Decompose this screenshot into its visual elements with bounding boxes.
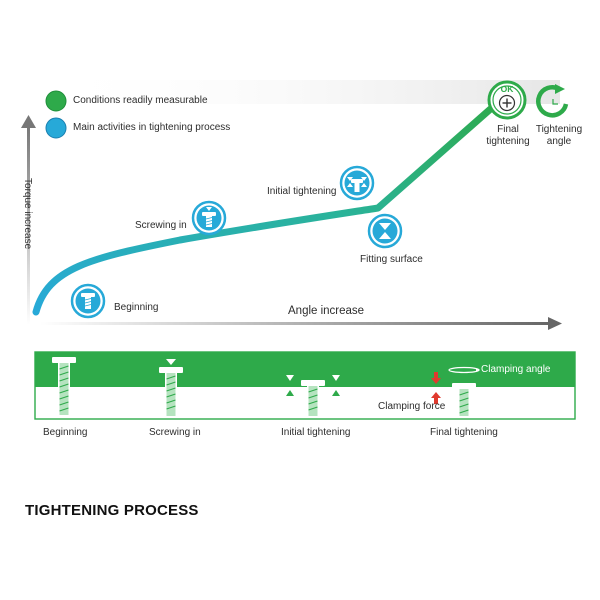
fitting-surface-icon: [367, 213, 403, 249]
strip-screwing-in-label: Screwing in: [149, 427, 201, 438]
final-tightening-label: Final tightening: [482, 124, 534, 148]
stage-initial-tightening-label: Initial tightening: [267, 186, 337, 197]
screwing-in-screw-icon: [191, 200, 227, 236]
tightening-angle-label: Tightening angle: [532, 124, 586, 148]
clamping-force-arrows: [431, 372, 441, 404]
final-tightening-label-line1: Final: [497, 124, 519, 135]
x-axis: [40, 317, 562, 330]
legend-activities-label: Main activities in tightening process: [73, 122, 231, 133]
stage-screwing-in-label: Screwing in: [135, 220, 187, 231]
strip-clamping-angle-label: Clamping angle: [481, 364, 551, 375]
stage-beginning-label: Beginning: [114, 302, 159, 313]
tightening-angle-label-line2: angle: [546, 136, 572, 147]
beginning-screw-icon: [70, 283, 106, 319]
legend-measurable-dot: [45, 90, 67, 112]
stage-fitting-surface-label: Fitting surface: [360, 254, 423, 265]
y-axis-label: Torque increase: [22, 178, 33, 250]
top-band: [40, 80, 560, 104]
strip-final-tightening-label: Final tightening: [430, 427, 498, 438]
tightening-angle-label-line1: Tightening: [535, 124, 583, 135]
page-caption: TIGHTENING PROCESS: [25, 502, 199, 519]
ok-label: OK: [501, 84, 515, 94]
tightening-angle-icon: [536, 84, 569, 118]
strip-clamping-force-label: Clamping force: [378, 401, 446, 412]
y-axis: [21, 115, 36, 325]
strip-screw-initial-tightening: [286, 375, 340, 416]
strip-screw-beginning: [52, 357, 76, 415]
legend-measurable-label: Conditions readily measurable: [73, 95, 208, 106]
initial-tightening-screw-icon: [339, 165, 375, 201]
final-tightening-label-line2: tightening: [486, 136, 530, 147]
strip-screw-screwing-in: [159, 359, 183, 416]
strip-screw-final-tightening: [448, 366, 480, 416]
legend-activities-dot: [45, 117, 67, 139]
strip-beginning-label: Beginning: [43, 427, 88, 438]
final-tightening-ok-icon: [487, 80, 527, 120]
torque-curve: [32, 94, 507, 316]
x-axis-label: Angle increase: [288, 305, 365, 317]
strip-initial-tightening-label: Initial tightening: [281, 427, 351, 438]
